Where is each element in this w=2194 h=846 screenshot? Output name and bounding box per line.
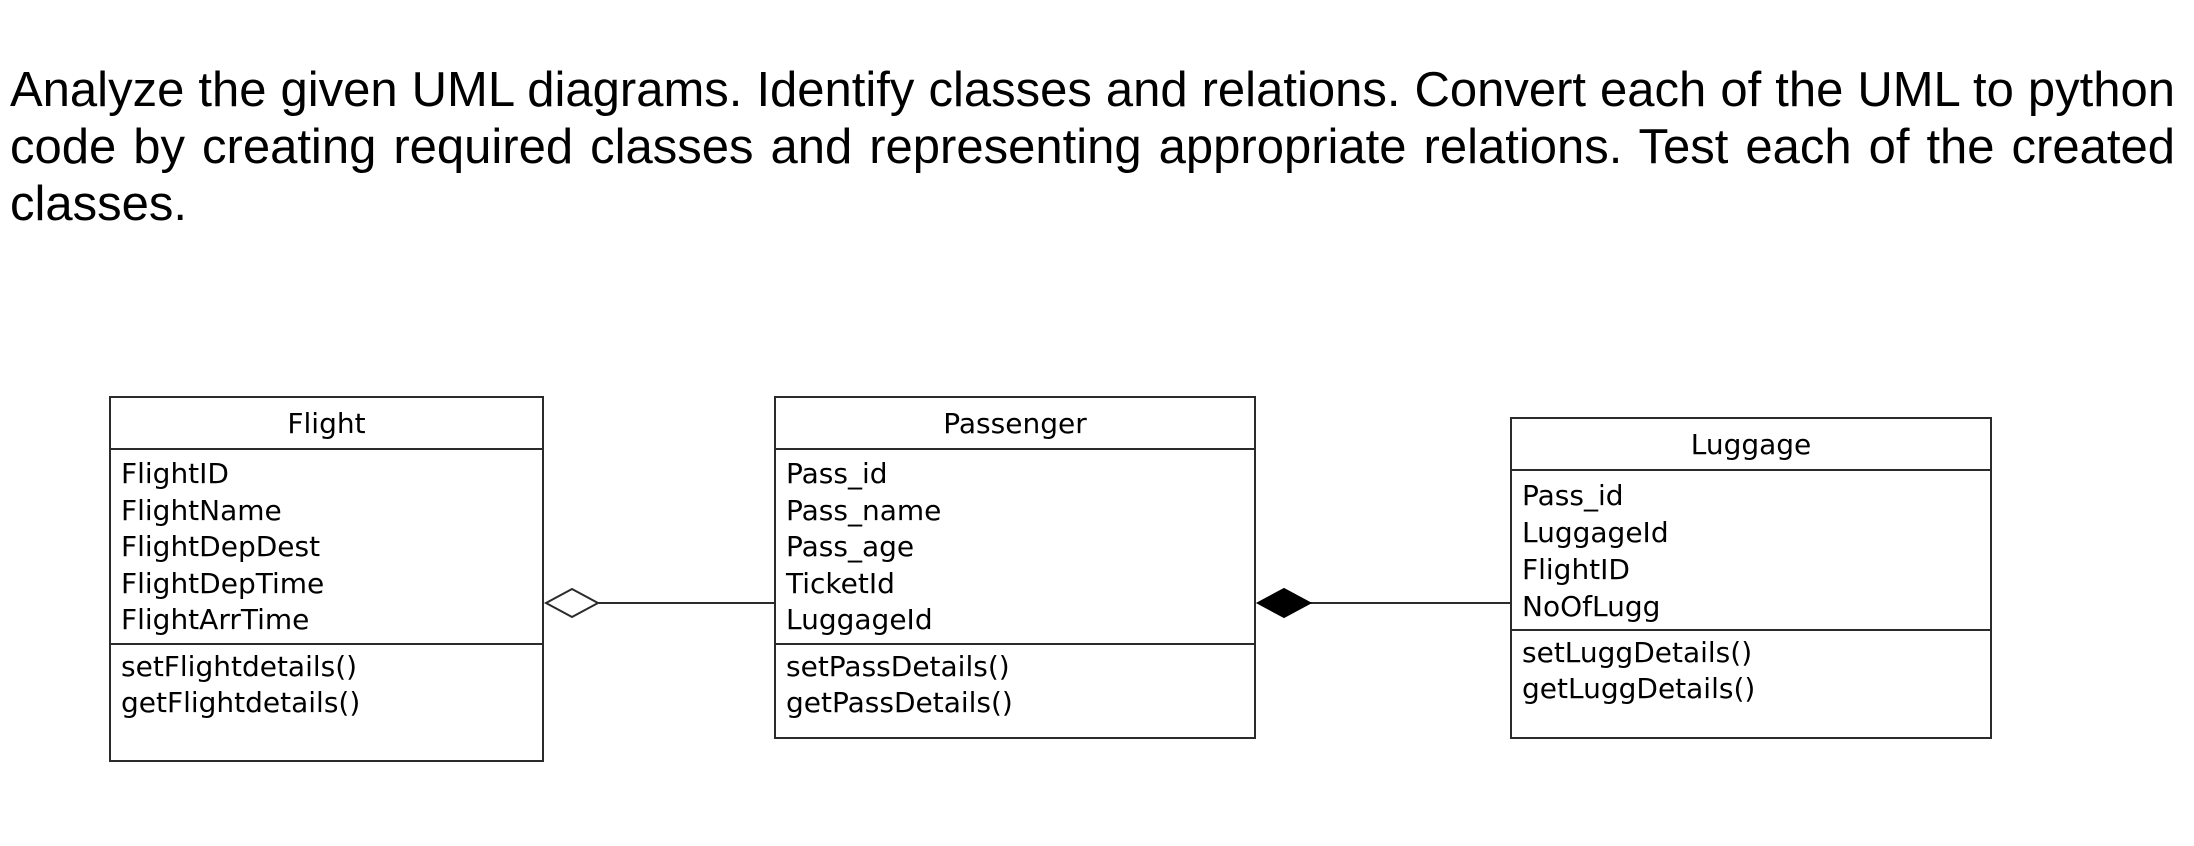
instructions-text: Analyze the given UML diagrams. Identify… (10, 63, 2175, 231)
passenger-method: setPassDetails() (786, 649, 1010, 683)
passenger-attribute: Pass_age (786, 530, 915, 563)
flight-methods: setFlightdetails() getFlightdetails() (111, 645, 542, 725)
luggage-attribute: FlightID (1522, 553, 1630, 586)
luggage-class-name: Luggage (1512, 419, 1990, 471)
luggage-attribute: LuggageId (1522, 516, 1669, 549)
flight-method: setFlightdetails() (121, 649, 358, 683)
composition-filled-diamond-icon (1255, 587, 1313, 619)
luggage-attribute: Pass_id (1522, 479, 1624, 512)
aggregation-hollow-diamond-icon (543, 587, 601, 619)
passenger-method: getPassDetails() (786, 685, 1013, 719)
flight-attribute: FlightID (121, 457, 229, 490)
luggage-methods: setLuggDetails() getLuggDetails() (1512, 631, 1990, 711)
flight-attribute: FlightDepDest (121, 530, 321, 563)
passenger-attribute: Pass_name (786, 493, 942, 527)
luggage-method: setLuggDetails() (1522, 636, 1753, 669)
flight-method: getFlightdetails() (121, 685, 361, 719)
flight-class-name: Flight (111, 398, 542, 450)
passenger-attribute: LuggageId (786, 603, 933, 636)
flight-attribute: FlightArrTime (121, 603, 310, 636)
passenger-class-box: Passenger Pass_id Pass_name Pass_age Tic… (774, 396, 1256, 739)
flight-class-box: Flight FlightID FlightName FlightDepDest… (109, 396, 544, 762)
passenger-attribute: Pass_id (786, 457, 888, 490)
luggage-attributes: Pass_id LuggageId FlightID NoOfLugg (1512, 471, 1990, 631)
passenger-class-name: Passenger (776, 398, 1254, 450)
flight-attribute: FlightDepTime (121, 566, 325, 600)
passenger-attributes: Pass_id Pass_name Pass_age TicketId Lugg… (776, 450, 1254, 645)
passenger-methods: setPassDetails() getPassDetails() (776, 645, 1254, 725)
flight-attribute: FlightName (121, 493, 282, 527)
flight-attributes: FlightID FlightName FlightDepDest Flight… (111, 450, 542, 645)
luggage-method: getLuggDetails() (1522, 672, 1756, 705)
luggage-class-box: Luggage Pass_id LuggageId FlightID NoOfL… (1510, 417, 1992, 739)
passenger-attribute: TicketId (786, 566, 895, 600)
luggage-attribute: NoOfLugg (1522, 590, 1661, 623)
